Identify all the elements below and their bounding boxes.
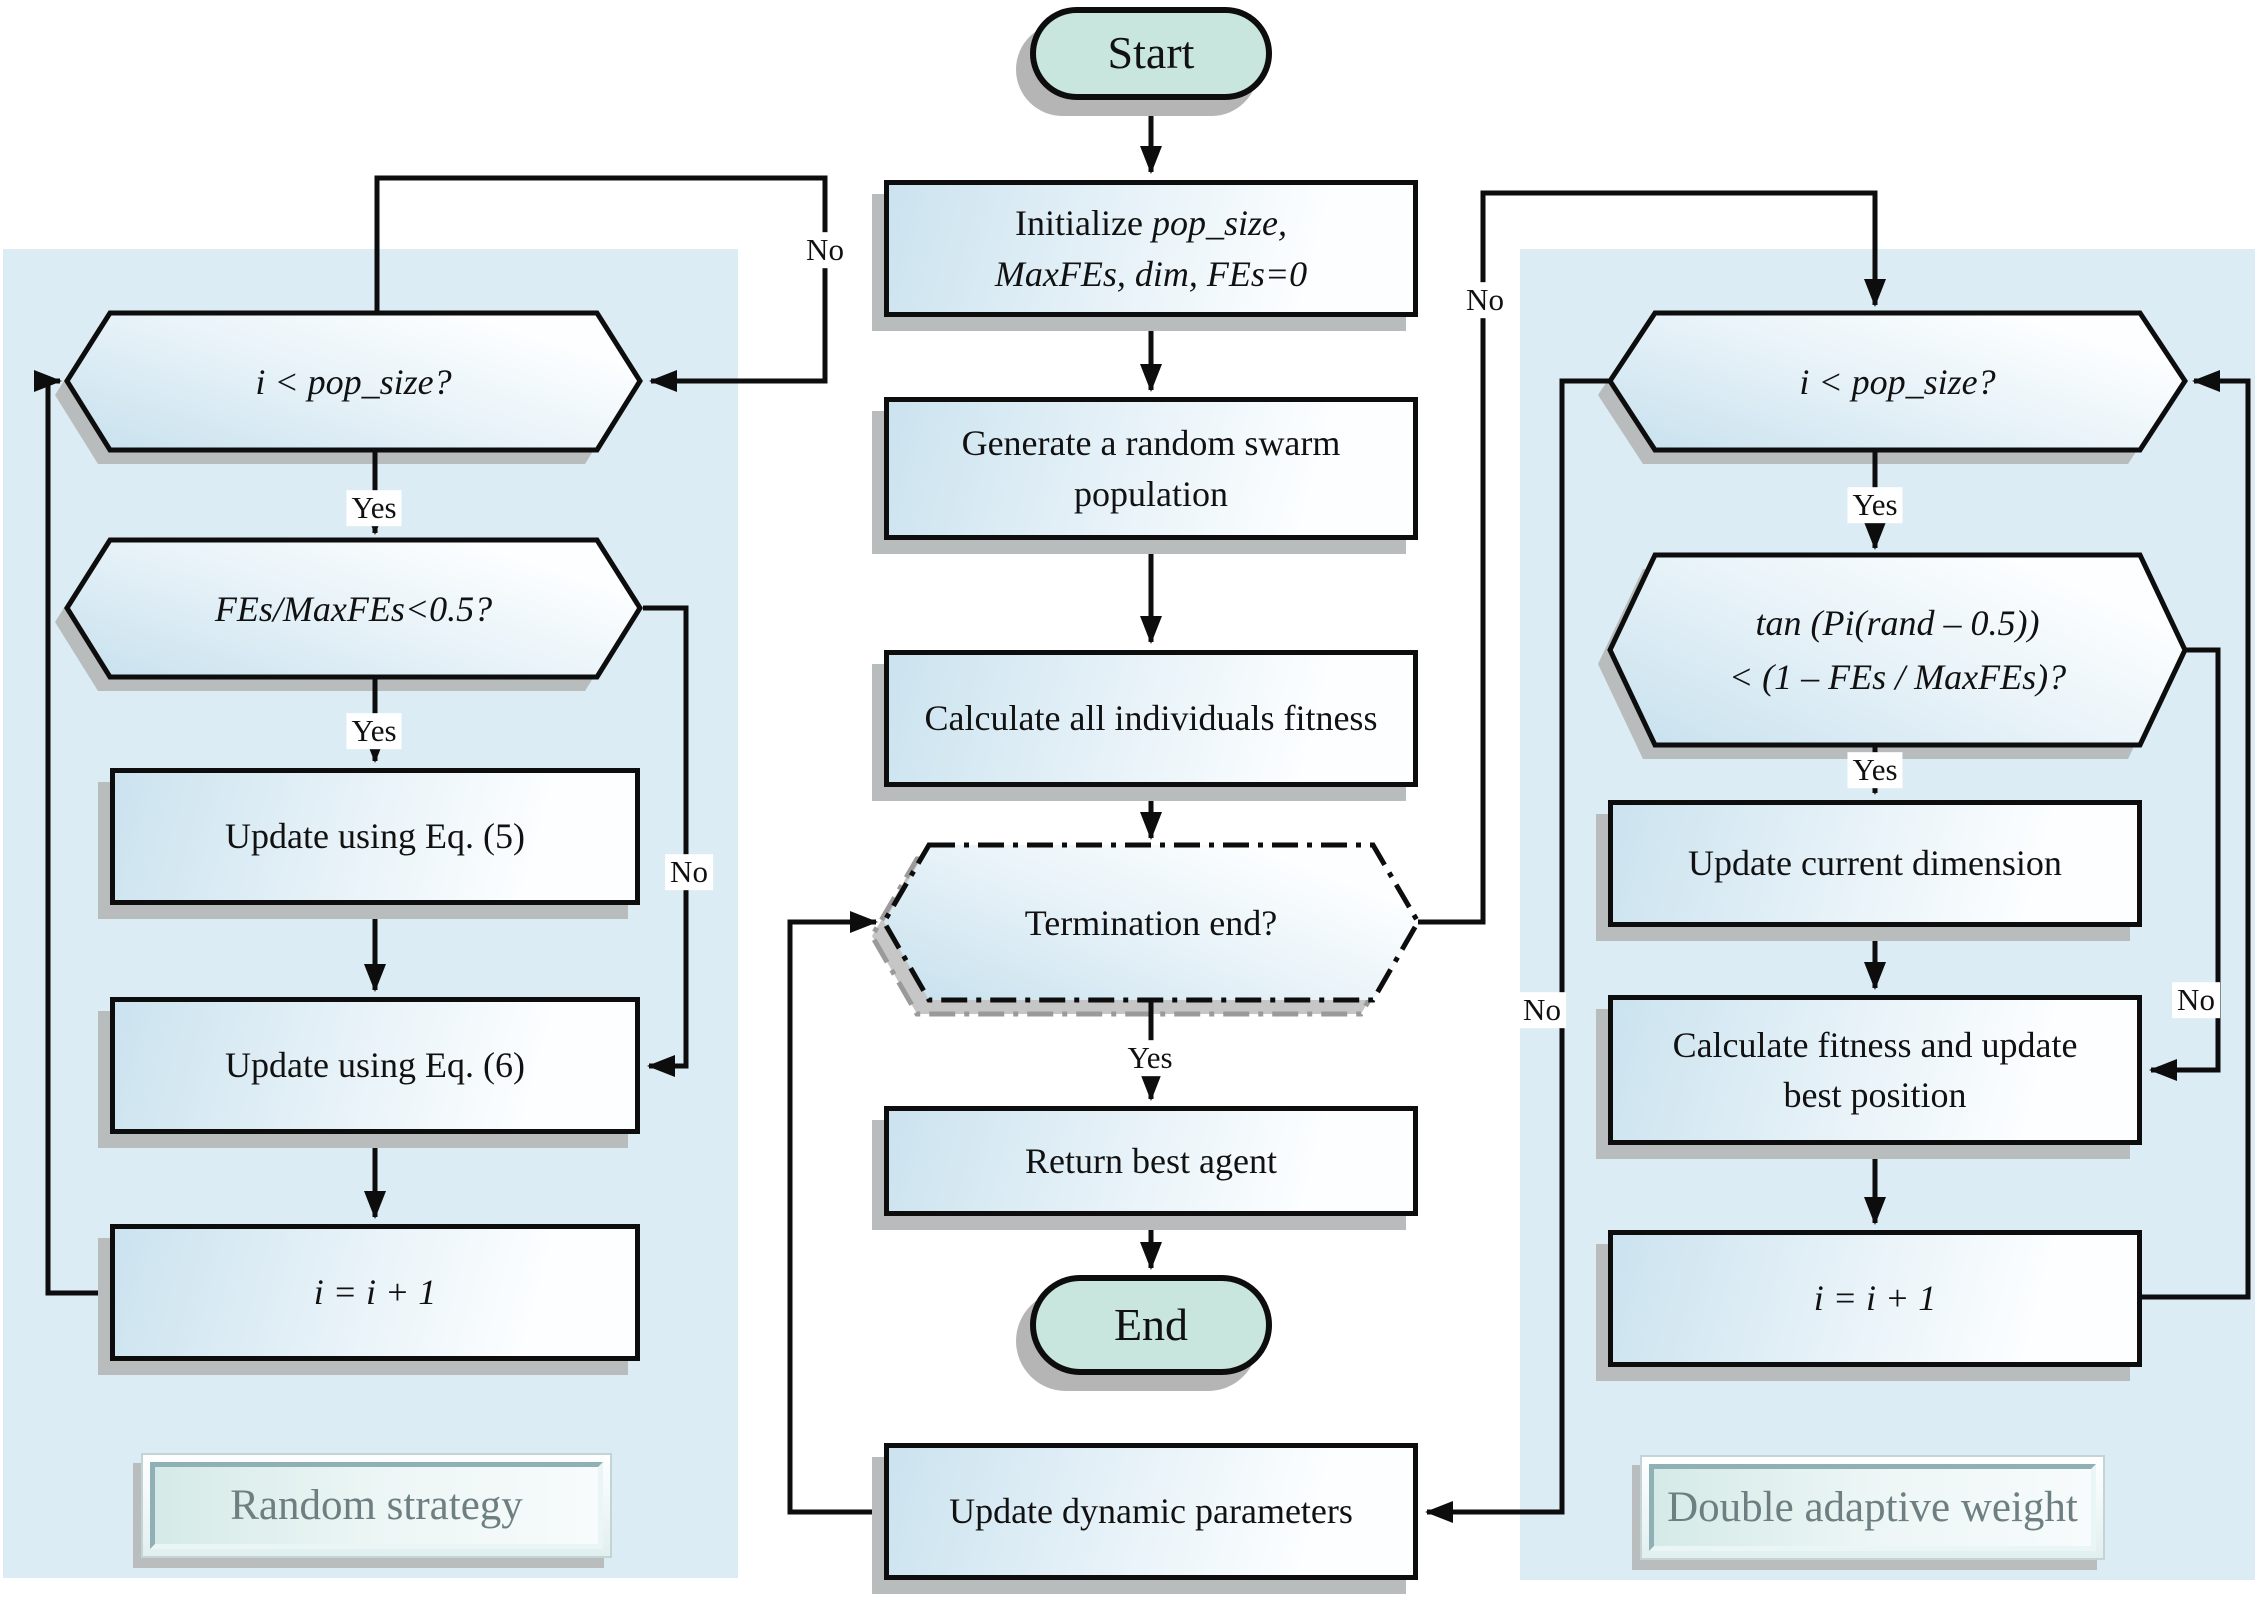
edge-right-hexagon-no-updateparams [1425,378,1610,1523]
edge-left-increment-loop [34,370,110,1296]
edge-fes-no-eq6 [643,605,689,1077]
left-hexagon-fes-shape [64,537,643,680]
initialize-line2: MaxFEs, dim, FEs=0 [994,253,1308,294]
initialize-node: Initialize pop_size, MaxFEs, dim, FEs=0 [884,180,1418,317]
yes-label-left-hex1: Yes [346,490,402,526]
return-best-label: Return best agent [1025,1140,1277,1181]
no-label-right-popsize: No [1518,992,1566,1028]
yes-label-right-hex1: Yes [1847,487,1903,523]
yes-label-right-tan: Yes [1847,752,1903,788]
no-label-left-fes: No [665,854,713,890]
left-hexagon-i-popsize-shape [64,310,643,453]
calc-fitness-node: Calculate fitness and update best positi… [1608,995,2142,1145]
initialize-italic: pop_size, [1151,203,1287,244]
calculate-label: Calculate all individuals fitness [924,698,1378,739]
edge-right-increment-loop [2142,370,2251,1300]
left-increment-node: i = i + 1 [110,1224,640,1361]
update-dimension-label: Update current dimension [1688,843,2062,884]
update-params-node: Update dynamic parameters [884,1443,1418,1580]
return-best-node: Return best agent [884,1106,1418,1216]
right-increment-label: i = i + 1 [1813,1278,1937,1319]
update-params-label: Update dynamic parameters [949,1491,1353,1532]
termination-hexagon-shape [881,842,1421,1003]
random-strategy-title: Random strategy [141,1453,612,1558]
calc-fitness-label: Calculate fitness and update best positi… [1672,1024,2078,1115]
right-increment-node: i = i + 1 [1608,1230,2142,1367]
yes-label-left-hex2: Yes [346,713,402,749]
double-adaptive-weight-label: Double adaptive weight [1649,1464,2096,1551]
calculate-node: Calculate all individuals fitness [884,650,1418,787]
no-label-right-tan: No [2172,982,2220,1018]
generate-node: Generate a random swarm population [884,397,1418,540]
yes-label-termination: Yes [1122,1040,1178,1076]
eq5-node: Update using Eq. (5) [110,768,640,905]
initialize-line1: Initialize pop_size, [1015,198,1287,248]
no-label-left-top: No [801,232,849,268]
edge-updateparams-termination [787,911,884,1515]
edge-left-top-no-feedback [374,175,828,392]
start-node: Start [1030,7,1272,100]
start-label: Start [1107,27,1195,79]
edge-termination-no-right-hexagon [1418,190,1886,925]
end-label: End [1113,1298,1189,1350]
eq6-node: Update using Eq. (6) [110,997,640,1134]
right-hexagon-i-popsize-shape [1607,310,2188,453]
initialize-roman: Initialize [1015,203,1152,244]
double-adaptive-weight-title: Double adaptive weight [1640,1455,2105,1560]
generate-label: Generate a random swarm population [961,423,1341,514]
end-node: End [1030,1275,1272,1375]
random-strategy-label: Random strategy [150,1462,603,1549]
eq6-label: Update using Eq. (6) [225,1045,525,1086]
edge-tan-no-calcfitness [2149,647,2221,1081]
update-dimension-node: Update current dimension [1608,800,2142,927]
no-label-termination-right: No [1461,282,1509,318]
eq5-label: Update using Eq. (5) [225,816,525,857]
left-increment-label: i = i + 1 [313,1272,437,1313]
right-hexagon-tan-shape [1607,552,2188,748]
